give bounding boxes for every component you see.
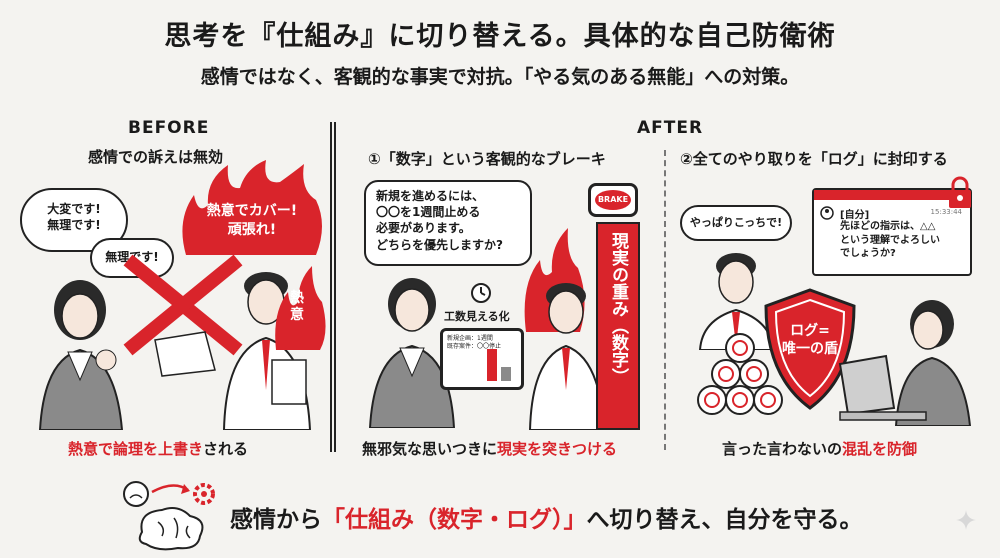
- tablet-bar-red: [487, 349, 497, 381]
- brake-label: BRAKE: [595, 190, 631, 210]
- after-right-caption-black: 言った言わないの: [722, 440, 843, 458]
- after-left-caption-black: 無邪気な思いつきに: [362, 440, 498, 458]
- after-right-subheading: ②全てのやり取りを「ログ」に封印する: [680, 150, 948, 168]
- before-caption: 熱意で論理を上書きされる: [68, 438, 248, 459]
- footer-message: 感情から「仕組み（数字・ログ）」へ切り替え、自分を守る。: [230, 500, 863, 534]
- pressured-man-illustration: [528, 283, 606, 430]
- page-subtitle: 感情ではなく、客観的な事実で対抗。「やる気のある無能」への対策。: [200, 66, 800, 88]
- presenting-woman-illustration: [368, 278, 456, 428]
- fire-flame-icon: [182, 160, 322, 255]
- kousuu-label: 工数見える化: [444, 310, 510, 323]
- before-subheading: 感情での訴えは無効: [88, 148, 224, 166]
- boss-man-illustration: [698, 253, 776, 350]
- reality-weight-pillar: 現実の重み（数字）: [596, 222, 640, 430]
- footer-text-red: 「仕組み（数字・ログ）」: [322, 507, 587, 533]
- shield-icon: [764, 288, 856, 410]
- after-left-caption: 無邪気な思いつきに現実を突きつける: [362, 438, 617, 459]
- enthusiastic-man-illustration: [222, 272, 312, 430]
- sparkle-icon: [956, 510, 976, 530]
- before-caption-black: される: [203, 440, 249, 458]
- worried-woman-illustration: [38, 280, 124, 430]
- brake-sign: BRAKE: [588, 183, 638, 217]
- clock-icon: [471, 283, 491, 303]
- footer-text-2: へ切り替え、自分を守る。: [586, 507, 863, 533]
- before-caption-red: 熱意で論理を上書き: [68, 440, 204, 458]
- side-flame-icon: [275, 266, 326, 350]
- netsui-label: 熱 意: [290, 290, 304, 323]
- brain-to-gear-icon: [123, 481, 215, 551]
- shield-text: ログ= 唯一の盾: [782, 323, 838, 358]
- chat-time: 15:33:44: [930, 208, 962, 216]
- after-divider: [664, 150, 666, 450]
- lock-icon: [949, 176, 971, 208]
- after-left-caption-red: 現実を突きつける: [497, 440, 618, 458]
- cross-mark-icon: [123, 254, 243, 356]
- chat-log-window: [自分] 15:33:44 先ほどの指示は、△△ という理解でよろしい でしょう…: [812, 188, 972, 276]
- chat-user: [自分]: [840, 210, 870, 221]
- tablet-text: 新規企画：1週間 既存案件：〇〇停止: [447, 335, 502, 350]
- after-right-caption-red: 混乱を防御: [842, 440, 918, 458]
- tablet-bar-gray: [501, 367, 511, 381]
- before-heading: BEFORE: [128, 118, 210, 138]
- pillar-text: 現実の重み（数字）: [608, 232, 628, 385]
- document-paper-icon: [154, 331, 216, 377]
- speech-bubble-priority: 新規を進めるには、 〇〇を1週間止める 必要があります。 どちらを優先しますか?: [364, 180, 532, 266]
- fire-speech-text: 熱意でカバー! 頑張れ!: [206, 203, 298, 238]
- after-heading: AFTER: [637, 118, 704, 138]
- chat-titlebar: [814, 190, 970, 200]
- section-divider: [330, 122, 336, 452]
- footer-text-1: 感情から: [230, 507, 322, 533]
- chat-message: 先ほどの指示は、△△ という理解でよろしい でしょうか?: [840, 221, 940, 259]
- log-pile-illustration: [697, 333, 783, 415]
- laptop-woman-illustration: [838, 300, 972, 426]
- after-left-subheading: ①「数字」という客観的なブレーキ: [368, 150, 606, 168]
- tablet-chart: 新規企画：1週間 既存案件：〇〇停止: [440, 328, 524, 390]
- after-right-caption: 言った言わないの混乱を防御: [722, 438, 917, 459]
- speech-cloud-yappari: やっぱりこっちで!: [680, 205, 792, 241]
- user-avatar-icon: [820, 206, 834, 220]
- page-title: 思考を『仕組み』に切り替える。具体的な自己防衛術: [164, 21, 836, 52]
